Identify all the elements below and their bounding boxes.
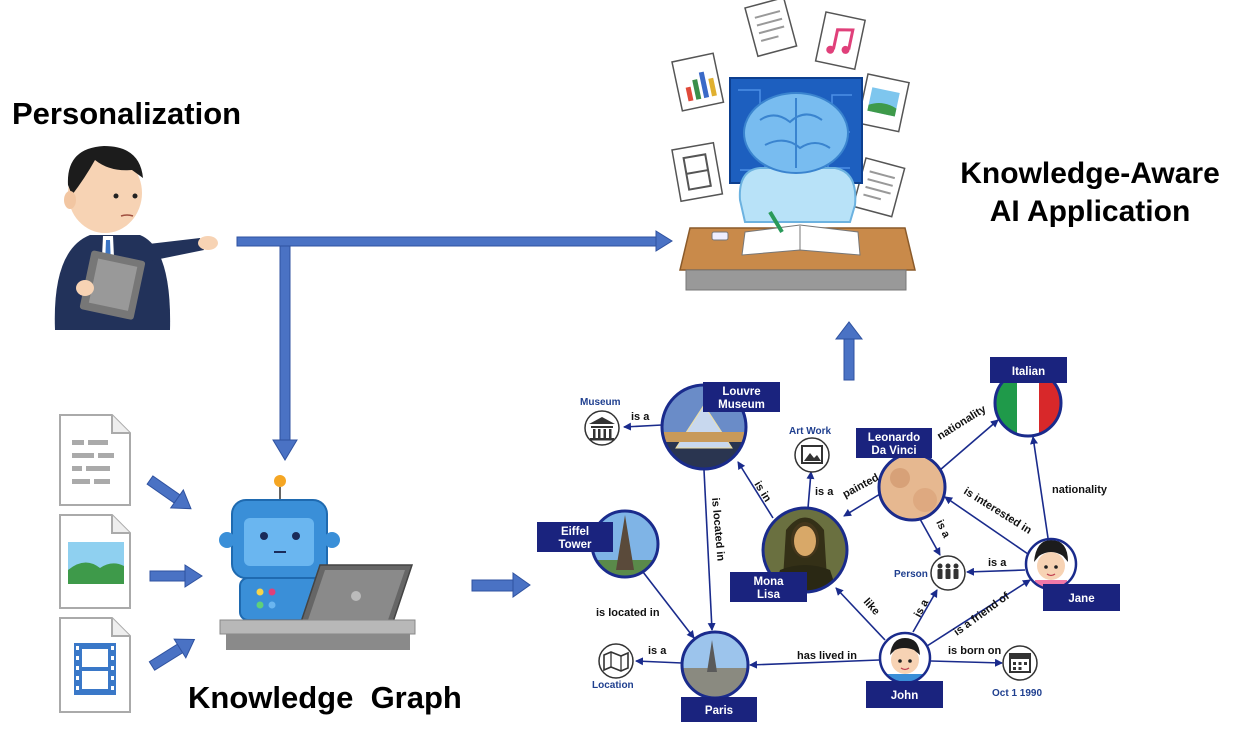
edge-leo-mona xyxy=(843,493,881,517)
arrow-up-app-head xyxy=(834,321,864,340)
entity-box-paris: Paris xyxy=(681,697,757,722)
entity-leonardo-line1: Leonardo xyxy=(868,432,920,444)
museum-type-icon xyxy=(584,410,620,446)
node-paris xyxy=(680,630,750,700)
node-leonardo xyxy=(877,452,947,522)
person-type-icon xyxy=(930,555,966,591)
label-leo-person: is a xyxy=(933,518,952,541)
flow-arrows xyxy=(146,230,864,671)
entity-box-jane: Jane xyxy=(1043,584,1120,611)
calendar-type-icon xyxy=(1002,645,1038,681)
entity-louvre-line1: Louvre xyxy=(722,386,760,398)
label-louvre-paris: is located in xyxy=(709,497,727,562)
entity-box-eiffel: Eiffel Tower xyxy=(537,522,613,552)
knowledge-aware-title: Knowledge-Aware AI Application xyxy=(945,155,1235,231)
node-john xyxy=(878,631,932,685)
type-label-artwork: Art Work xyxy=(789,426,831,437)
label-john-date: is born on xyxy=(948,645,1001,657)
label-mona-artwork: is a xyxy=(815,486,834,498)
chart-document-icon xyxy=(671,52,725,112)
edge-mona-artwork xyxy=(806,471,815,509)
entity-leonardo-line2: Da Vinci xyxy=(871,445,916,457)
knowledge-aware-line1: Knowledge-Aware xyxy=(960,157,1220,190)
edge-louvre-paris xyxy=(703,469,716,631)
entity-eiffel-line1: Eiffel xyxy=(561,526,589,538)
arrow-to-app-head xyxy=(655,230,673,252)
node-italian xyxy=(993,368,1063,438)
type-label-date: Oct 1 1990 xyxy=(992,688,1042,699)
arrow-to-graph-shaft xyxy=(471,579,515,592)
edge-john-mona xyxy=(835,587,886,641)
edge-mona-louvre xyxy=(737,461,774,519)
label-mona-louvre: is in xyxy=(751,479,773,504)
entity-mona-line1: Mona xyxy=(753,576,784,588)
label-john-person: is a xyxy=(912,597,932,620)
node-louvre xyxy=(660,383,748,471)
entity-eiffel-line2: Tower xyxy=(558,539,592,551)
entity-louvre-line2: Museum xyxy=(718,399,765,411)
entity-jane: Jane xyxy=(1068,593,1094,605)
edge-paris-location xyxy=(635,657,683,666)
edge-john-paris xyxy=(749,659,880,669)
entity-paris: Paris xyxy=(705,705,733,717)
knowledge-aware-line2: AI Application xyxy=(989,195,1191,228)
label-john-jane: is a friend of xyxy=(952,590,1012,638)
node-jane xyxy=(1024,537,1078,591)
entity-john: John xyxy=(891,690,918,702)
label-john-mona: like xyxy=(861,596,882,618)
arrow-down-kg-shaft xyxy=(279,245,291,442)
edge-leo-person xyxy=(919,518,941,556)
edge-jane-leo xyxy=(944,496,1029,555)
edge-john-person xyxy=(912,589,938,633)
video-file-icon xyxy=(59,617,131,713)
arrow-down-kg-head xyxy=(272,439,298,461)
edge-jane-person xyxy=(966,567,1026,576)
arrow-to-app-shaft xyxy=(236,236,658,247)
type-label-museum: Museum xyxy=(580,397,621,408)
entity-box-louvre: Louvre Museum xyxy=(703,382,780,412)
text-file-icon xyxy=(59,414,131,506)
label-jane-italian: nationality xyxy=(1052,484,1108,496)
music-note-icon xyxy=(814,11,867,71)
kg-edges xyxy=(623,419,1049,669)
entity-box-john: John xyxy=(866,681,943,708)
location-type-icon xyxy=(598,643,634,679)
arrow-video-in xyxy=(148,638,196,671)
document-icon xyxy=(744,0,798,58)
type-label-person: Person xyxy=(894,569,928,580)
personalization-title: Personalization xyxy=(12,96,242,131)
entity-box-italian: Italian xyxy=(990,357,1067,383)
entity-box-leonardo: Leonardo Da Vinci xyxy=(856,428,932,458)
edge-leo-italian xyxy=(939,419,999,471)
arrow-image-in xyxy=(149,564,203,588)
businessman-illustration xyxy=(54,146,218,330)
film-document-icon xyxy=(671,141,724,203)
artwork-type-icon xyxy=(794,437,830,473)
image-document-icon xyxy=(856,73,910,133)
ai-application-illustration xyxy=(671,0,916,291)
entity-mona-line2: Lisa xyxy=(757,589,781,601)
edge-louvre-museum xyxy=(623,422,663,431)
edge-jane-italian xyxy=(1030,436,1049,539)
label-eiffel-paris: is located in xyxy=(596,607,660,619)
label-paris-location: is a xyxy=(648,645,667,657)
label-louvre-museum: is a xyxy=(631,411,650,423)
arrow-up-app-shaft xyxy=(843,337,855,381)
edge-john-date xyxy=(930,658,1003,667)
entity-italian: Italian xyxy=(1012,366,1045,378)
arrow-doc-in xyxy=(146,475,192,510)
entity-box-mona: Mona Lisa xyxy=(730,572,807,602)
knowledge-graph-title: Knowledge Graph xyxy=(188,680,462,715)
arrow-to-graph-head xyxy=(512,572,531,598)
label-jane-person: is a xyxy=(988,557,1007,569)
label-jane-leo: is interested in xyxy=(961,485,1033,536)
label-john-paris: has lived in xyxy=(797,650,857,662)
type-label-location: Location xyxy=(592,680,634,691)
edge-john-jane xyxy=(926,579,1031,647)
image-file-icon xyxy=(59,514,131,609)
robot-illustration xyxy=(219,475,416,650)
label-leo-italian: nationality xyxy=(935,403,989,443)
edge-eiffel-paris xyxy=(642,571,695,639)
